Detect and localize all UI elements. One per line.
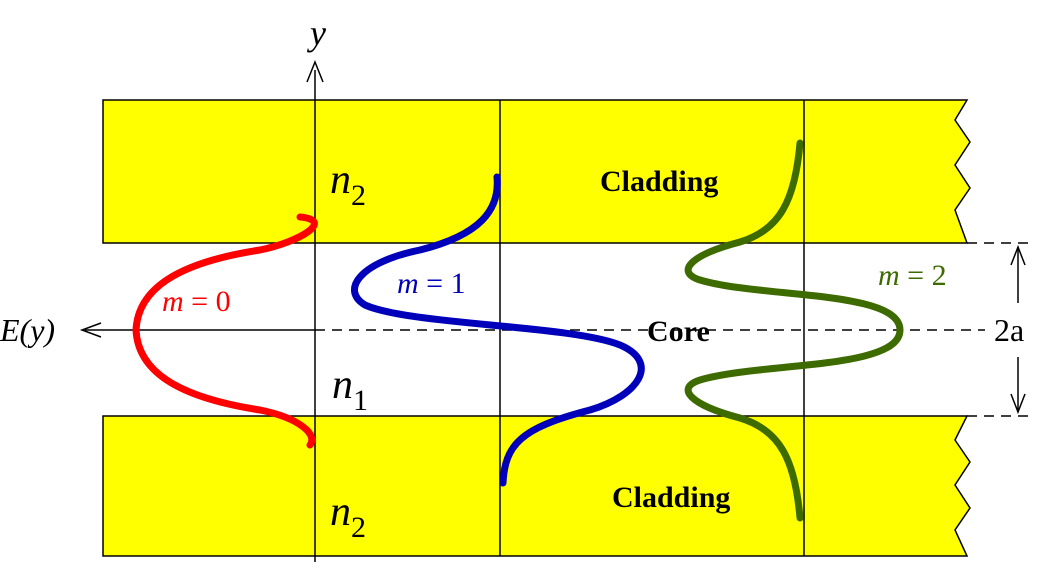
width-arrow-down-icon	[1010, 393, 1026, 415]
e-axis-arrow-icon	[79, 322, 102, 338]
mode-2-curve	[684, 139, 904, 522]
cladding-top-label: Cladding	[600, 165, 718, 198]
n2-top-label: n2	[330, 157, 366, 212]
core-label: Core	[647, 315, 710, 348]
e-axis-label: E(y)	[0, 312, 55, 348]
width-arrow-up-icon	[1010, 244, 1026, 266]
mode-0-label: m = 0	[162, 285, 231, 318]
n2-bottom-label: n2	[330, 489, 366, 544]
bottom-cladding	[102, 415, 971, 557]
mode-1-label: m = 1	[397, 267, 466, 300]
y-axis-label: y	[307, 13, 326, 53]
mode-2-label: m = 2	[878, 259, 947, 292]
mode-0-curve	[132, 213, 318, 449]
width-label: 2a	[994, 312, 1024, 348]
cladding-bottom-label: Cladding	[612, 481, 730, 514]
n1-label: n1	[332, 362, 368, 417]
y-axis-arrow-icon	[306, 59, 324, 83]
mode-1-curve	[351, 173, 645, 487]
top-cladding	[102, 99, 971, 244]
